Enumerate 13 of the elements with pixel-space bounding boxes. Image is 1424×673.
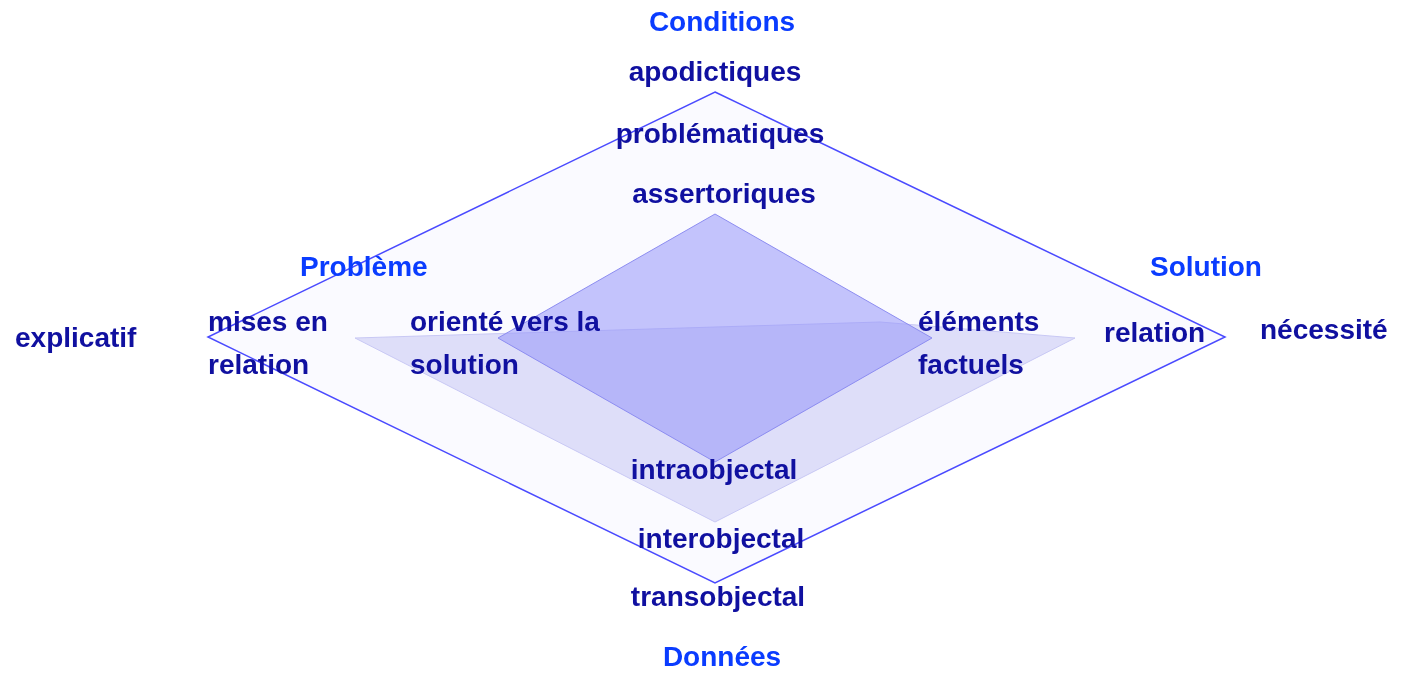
category-label: assertoriques [632, 177, 816, 211]
category-label: éléments factuels [918, 305, 1041, 382]
category-label: orienté vers la solution [410, 305, 601, 382]
axis-heading: Solution [1150, 250, 1262, 284]
category-label: relation [1104, 316, 1206, 350]
axis-heading: Données [662, 640, 782, 673]
axis-heading: Conditions [648, 5, 796, 39]
category-label: explicatif [15, 321, 137, 355]
category-label: nécessité [1260, 313, 1388, 347]
category-label: intraobjectal [630, 453, 798, 487]
category-label: apodictiques [628, 55, 802, 89]
category-label: interobjectal [637, 522, 805, 556]
category-label: transobjectal [630, 580, 806, 614]
